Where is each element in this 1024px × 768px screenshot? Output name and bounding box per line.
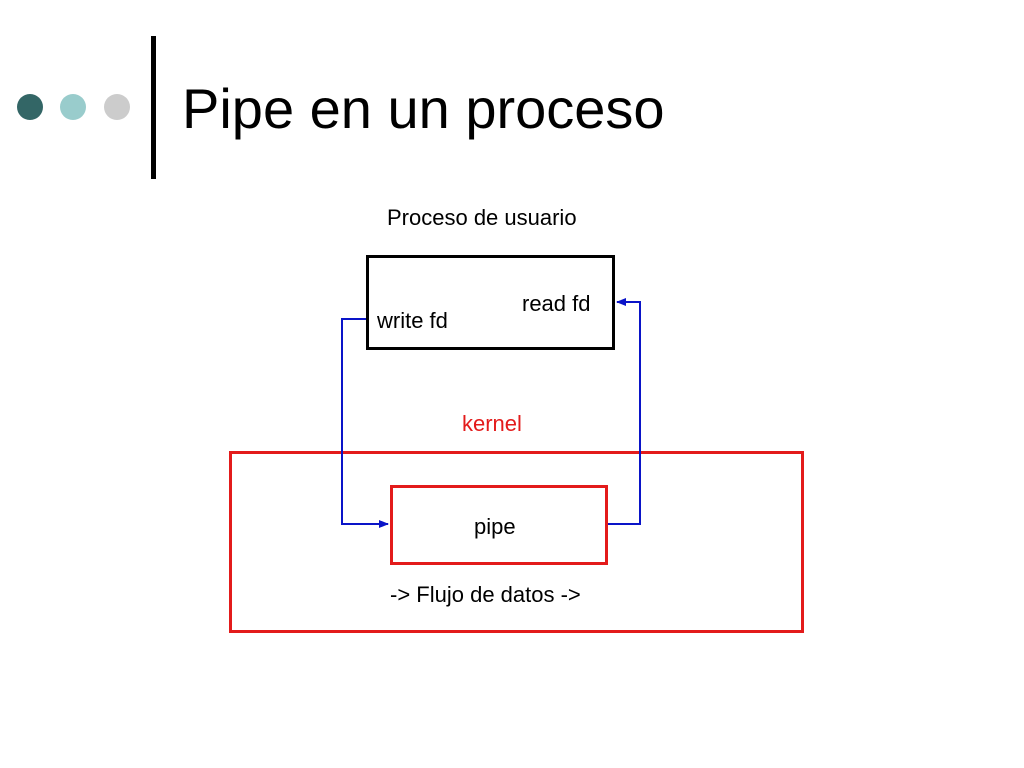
kernel-box bbox=[229, 451, 804, 633]
pipe-label: pipe bbox=[474, 514, 516, 539]
kernel-label: kernel bbox=[462, 411, 522, 436]
data-flow-label: -> Flujo de datos -> bbox=[390, 582, 581, 607]
bullet-dot-gray bbox=[104, 94, 130, 120]
user-process-label: Proceso de usuario bbox=[387, 205, 577, 230]
read-fd-label: read fd bbox=[522, 291, 591, 316]
write-fd-to-pipe-arrow bbox=[341, 318, 389, 528]
bullet-dot-teal bbox=[60, 94, 86, 120]
slide-title: Pipe en un proceso bbox=[182, 77, 665, 140]
title-divider bbox=[151, 36, 156, 179]
bullet-dot-dark bbox=[17, 94, 43, 120]
pipe-to-read-fd-arrow bbox=[608, 298, 641, 525]
user-process-box bbox=[366, 255, 615, 350]
pipe-box bbox=[390, 485, 608, 565]
write-fd-label: write fd bbox=[377, 308, 448, 333]
